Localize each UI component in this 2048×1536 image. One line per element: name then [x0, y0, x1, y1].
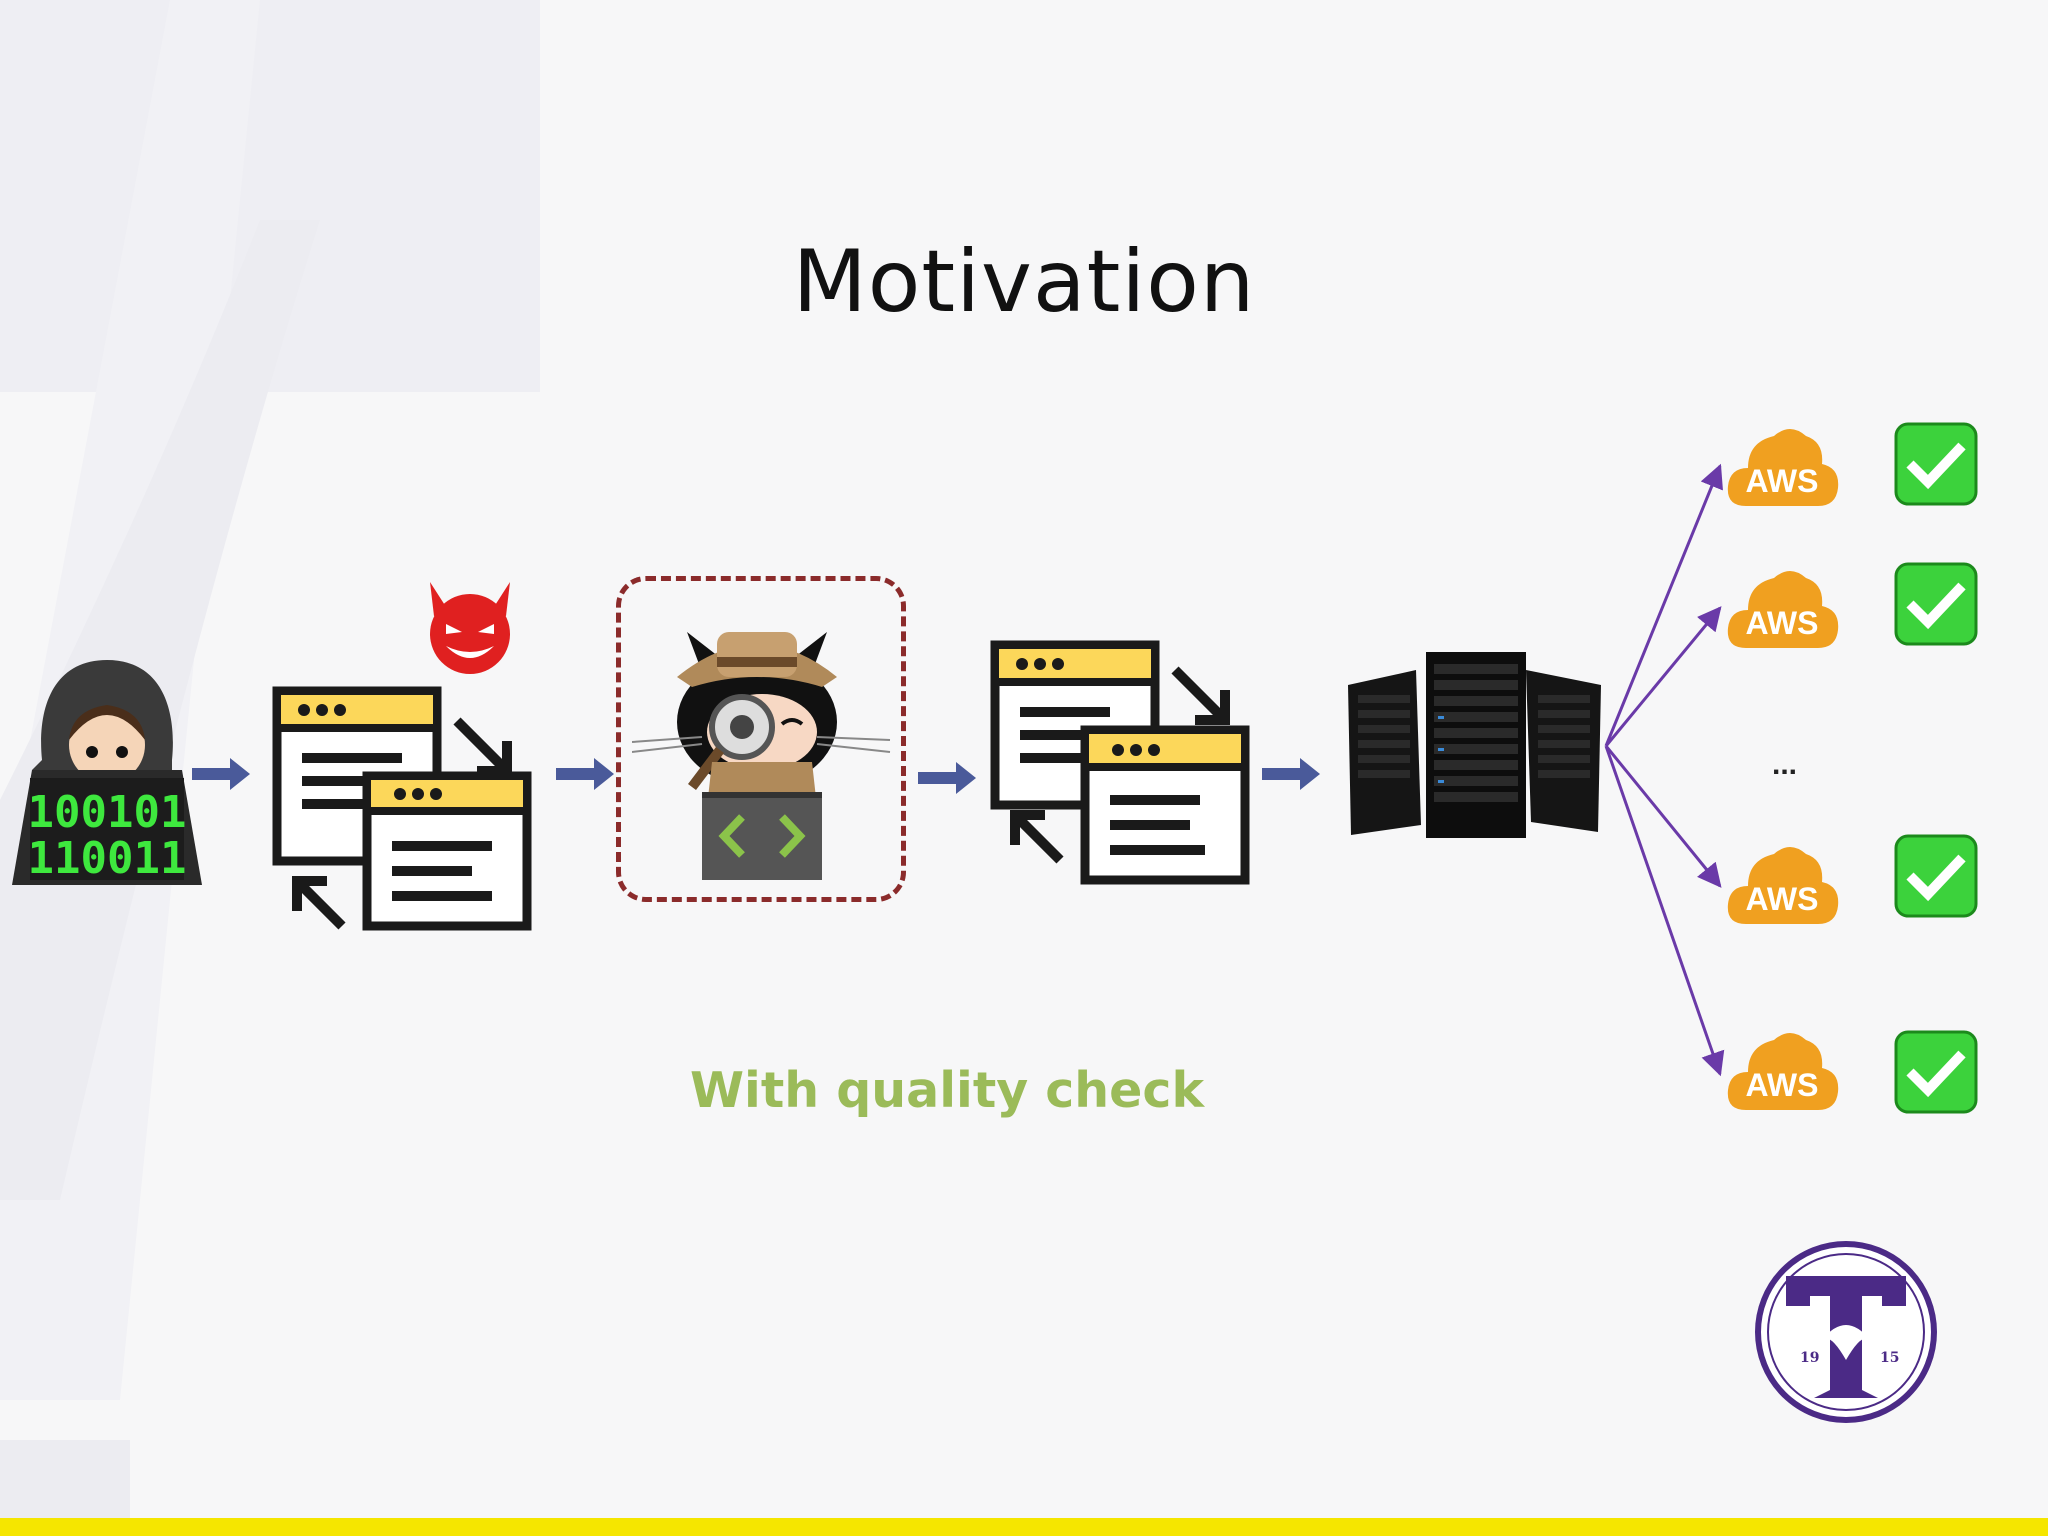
flow-arrow-3 — [918, 762, 976, 794]
fanout-arrows — [1604, 463, 1725, 1077]
hacker-binary-line2: 110011 — [28, 833, 187, 884]
hacker-binary-line1: 100101 — [28, 787, 187, 838]
flow-arrow-4 — [1262, 758, 1320, 790]
code-windows-icon-2 — [990, 640, 1250, 885]
slide-title: Motivation — [792, 232, 1256, 332]
green-check-icon — [1894, 1030, 1978, 1114]
hacker-icon: 100101 110011 — [12, 660, 202, 885]
quality-check-box — [616, 576, 906, 902]
bottom-accent-bar — [0, 1518, 2048, 1536]
quality-check-caption: With quality check — [690, 1062, 1205, 1119]
svg-text:19: 19 — [1800, 1350, 1819, 1366]
green-check-icon — [1894, 834, 1978, 918]
octocat-detective-icon — [632, 632, 891, 880]
aws-cloud-icon: AWS — [1727, 571, 1839, 648]
code-windows-icon — [272, 686, 532, 931]
flow-arrow-1 — [192, 758, 250, 790]
aws-cloud-icon: AWS — [1727, 1033, 1839, 1110]
green-check-icon — [1894, 562, 1978, 646]
devil-emoji-icon — [430, 582, 510, 674]
aws-cloud-icon: AWS — [1727, 847, 1839, 924]
more-instances-ellipsis: ... — [1772, 748, 1798, 781]
aws-cloud-icon: AWS — [1727, 429, 1839, 506]
university-logo-icon: 19 15 — [1755, 1241, 1937, 1423]
flow-arrow-2 — [556, 758, 614, 790]
server-rack-icon — [1348, 652, 1601, 838]
svg-text:AWS: AWS — [1746, 463, 1819, 499]
svg-text:AWS: AWS — [1746, 1067, 1819, 1103]
svg-text:AWS: AWS — [1746, 605, 1819, 641]
green-check-icon — [1894, 422, 1978, 506]
svg-text:AWS: AWS — [1746, 881, 1819, 917]
svg-text:15: 15 — [1880, 1350, 1899, 1366]
